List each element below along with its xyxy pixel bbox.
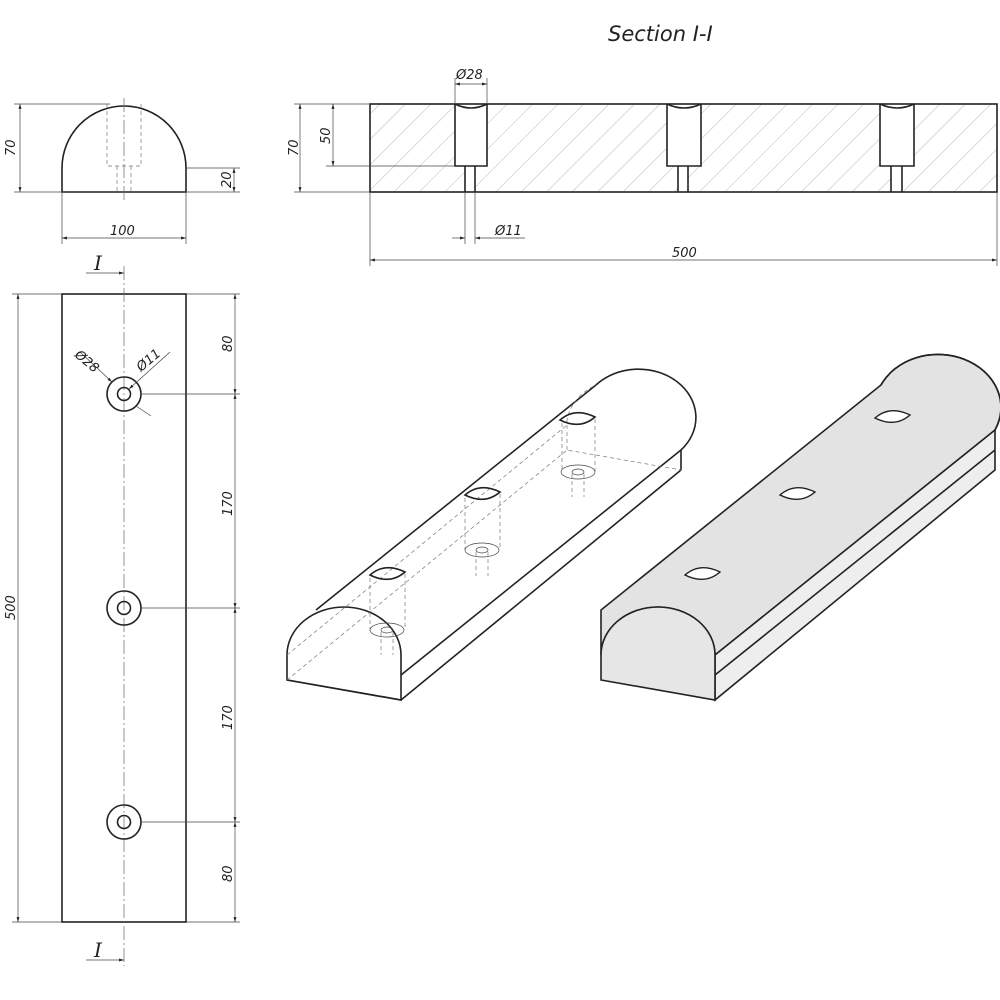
dim-section-length: 500: [672, 246, 697, 261]
dim-counterbore-depth: 50: [319, 127, 334, 144]
isometric-rendered: [600, 353, 1000, 702]
dim-end-offset-top: 80: [221, 335, 236, 352]
section-hatch: [370, 104, 997, 192]
section-marker-top: I: [86, 251, 124, 275]
dim-section-height: 70: [287, 139, 302, 156]
section-hole-1: [454, 103, 488, 192]
end-view-hidden-counterbore: [106, 104, 142, 192]
plan-hole-3: [106, 804, 240, 840]
dim-end-height: 70: [4, 139, 19, 156]
section-hole-3: [879, 103, 915, 192]
leader-line: [135, 405, 152, 417]
section-marker-bottom: I: [86, 938, 124, 962]
isometric-wireframe: [286, 368, 697, 701]
section-marker-top-label: I: [93, 251, 103, 275]
dim-end-offset-bottom: 80: [221, 865, 236, 882]
dim-hole-dia: Ø11: [494, 224, 522, 239]
leader-line: [128, 351, 171, 390]
plan-hole-2: [106, 590, 240, 626]
dim-pitch-2: 170: [221, 705, 236, 730]
plan-hole-1: [106, 376, 240, 412]
section-hole-2: [666, 103, 702, 192]
section-view: 70 50 Ø28 Ø11 500: [287, 68, 998, 266]
leader-line: [79, 351, 113, 383]
end-view-outline: [61, 105, 187, 193]
end-view: 70 20 100: [4, 98, 240, 244]
section-outline: [369, 103, 998, 193]
dim-ledge: 20: [220, 171, 235, 188]
plan-counterbore-dia: Ø28: [71, 347, 102, 376]
section-title: Section I-I: [608, 22, 713, 46]
section-marker-bottom-label: I: [93, 938, 103, 962]
dim-plan-length: 500: [4, 595, 19, 620]
dim-width: 100: [110, 224, 135, 239]
dim-pitch-1: 170: [221, 491, 236, 516]
plan-view: I I Ø28 Ø11 500: [4, 251, 240, 966]
dim-counterbore-dia: Ø28: [455, 68, 483, 83]
